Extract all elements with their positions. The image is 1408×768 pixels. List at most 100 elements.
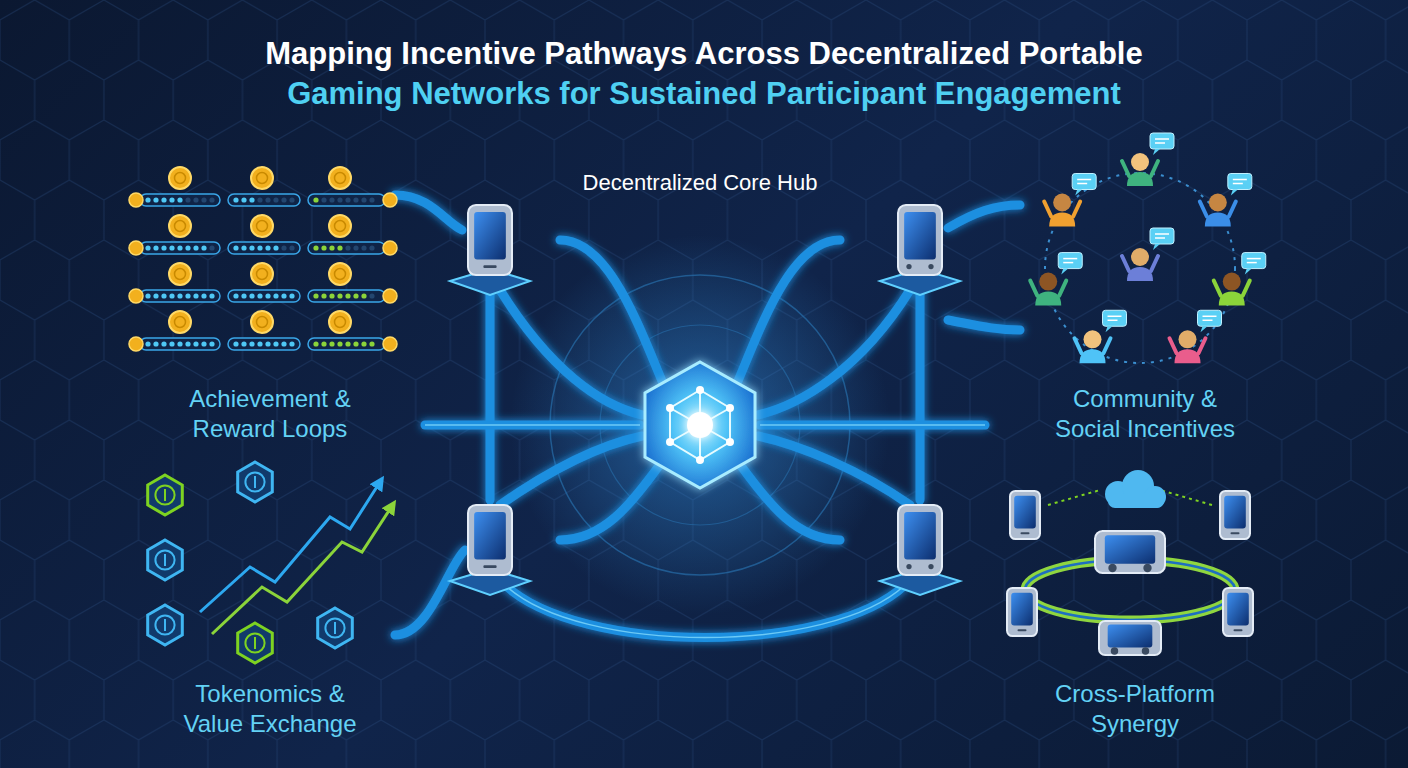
progress-dot: [265, 197, 270, 202]
progress-bar: [228, 338, 300, 350]
progress-dot: [257, 245, 262, 250]
small-coin: [129, 193, 143, 207]
device-button: [928, 564, 933, 569]
sync-link: [1048, 490, 1100, 505]
progress-dot: [265, 245, 270, 250]
speech-bubble: [1242, 253, 1266, 269]
speech-bubble: [1058, 253, 1082, 269]
hub-link: [670, 390, 730, 460]
gold-coin: [329, 167, 351, 189]
small-coin: [129, 289, 143, 303]
progress-dot: [177, 341, 182, 346]
progress-dot: [281, 245, 286, 250]
progress-bar: [308, 338, 385, 350]
progress-dot: [249, 341, 254, 346]
bubble-line: [1233, 179, 1247, 181]
token-coin: [245, 633, 264, 652]
phone-device: [1223, 588, 1253, 636]
pathway: [738, 462, 840, 540]
hub-network: [670, 390, 730, 460]
progress-dot: [177, 245, 182, 250]
gold-coin: [251, 311, 273, 333]
person-body: [1175, 349, 1201, 363]
bubble-tail: [1245, 269, 1252, 275]
device-body: [898, 205, 942, 275]
progress-dot: [161, 293, 166, 298]
diagram-title: Mapping Incentive Pathways Across Decent…: [204, 34, 1204, 114]
progress-dot: [209, 197, 214, 202]
coin-mark: [335, 317, 346, 328]
highlight: [505, 585, 905, 638]
gold-coin: [329, 263, 351, 285]
progress-dot: [281, 341, 286, 346]
progress-dot: [201, 245, 206, 250]
person-head: [1131, 248, 1149, 266]
highlight: [425, 424, 640, 426]
progress-dot: [353, 245, 358, 250]
coin-mark: [175, 269, 186, 280]
progress-dot: [185, 341, 190, 346]
pathway: [948, 320, 1020, 330]
person-arm: [1075, 338, 1082, 353]
progress-bar: [228, 242, 300, 254]
person-body: [1219, 292, 1245, 306]
bubble-line: [1203, 316, 1217, 318]
device-button: [483, 565, 496, 568]
coin-mark: [335, 269, 346, 280]
progress-dot: [273, 197, 278, 202]
phone-device: [450, 205, 530, 295]
device-body: [1095, 531, 1165, 573]
bubble-tail: [1153, 244, 1160, 250]
progress-bar: [140, 194, 220, 206]
device-screen: [1108, 624, 1153, 647]
person-figure: [1170, 310, 1222, 363]
device-body: [1007, 588, 1037, 636]
progress-dot: [265, 293, 270, 298]
person-arm: [1151, 161, 1158, 176]
hub-label: Decentralized Core Hub: [583, 169, 818, 197]
pathway: [500, 436, 642, 505]
pathway: [760, 421, 985, 430]
progress-dot: [289, 341, 294, 346]
pathway: [916, 285, 925, 500]
quadrant-group: Achievement & Reward Loops: [120, 150, 420, 450]
progress-bar: [228, 290, 300, 302]
device-screen: [1227, 593, 1249, 626]
progress-dot: [321, 197, 326, 202]
device-body: [898, 505, 942, 575]
person-arm: [1214, 281, 1221, 296]
person-arm: [1151, 256, 1158, 271]
coin-mark: [175, 317, 186, 328]
progress-dot: [177, 197, 182, 202]
device-screen: [474, 212, 506, 260]
progress-dot: [153, 293, 158, 298]
speech-bubble: [1072, 174, 1096, 190]
device-body: [468, 205, 512, 275]
progress-dot: [337, 341, 342, 346]
token-hexagon: [148, 540, 183, 580]
device-screen: [1014, 496, 1036, 529]
progress-bar: [228, 194, 300, 206]
device-button: [483, 265, 496, 268]
network-lattice: [395, 195, 1020, 638]
hub-link: [670, 408, 730, 442]
bubble-tail: [1061, 269, 1068, 275]
device-body: [1220, 491, 1250, 539]
bubble-tail: [1231, 190, 1238, 196]
progress-dot: [257, 293, 262, 298]
progress-dot: [265, 341, 270, 346]
progress-dot: [233, 197, 238, 202]
progress-dot: [273, 293, 278, 298]
progress-dot: [321, 341, 326, 346]
progress-bar: [140, 290, 220, 302]
pathway: [560, 462, 662, 540]
bubble-tail: [1201, 326, 1208, 332]
cloud-part: [1108, 494, 1164, 508]
progress-dot: [281, 197, 286, 202]
progress-bar: [308, 242, 385, 254]
progress-dot: [145, 197, 150, 202]
progress-dot: [329, 245, 334, 250]
handheld-console: [1099, 621, 1161, 655]
community-circle: [1030, 133, 1266, 363]
bubble-line: [1155, 138, 1169, 140]
